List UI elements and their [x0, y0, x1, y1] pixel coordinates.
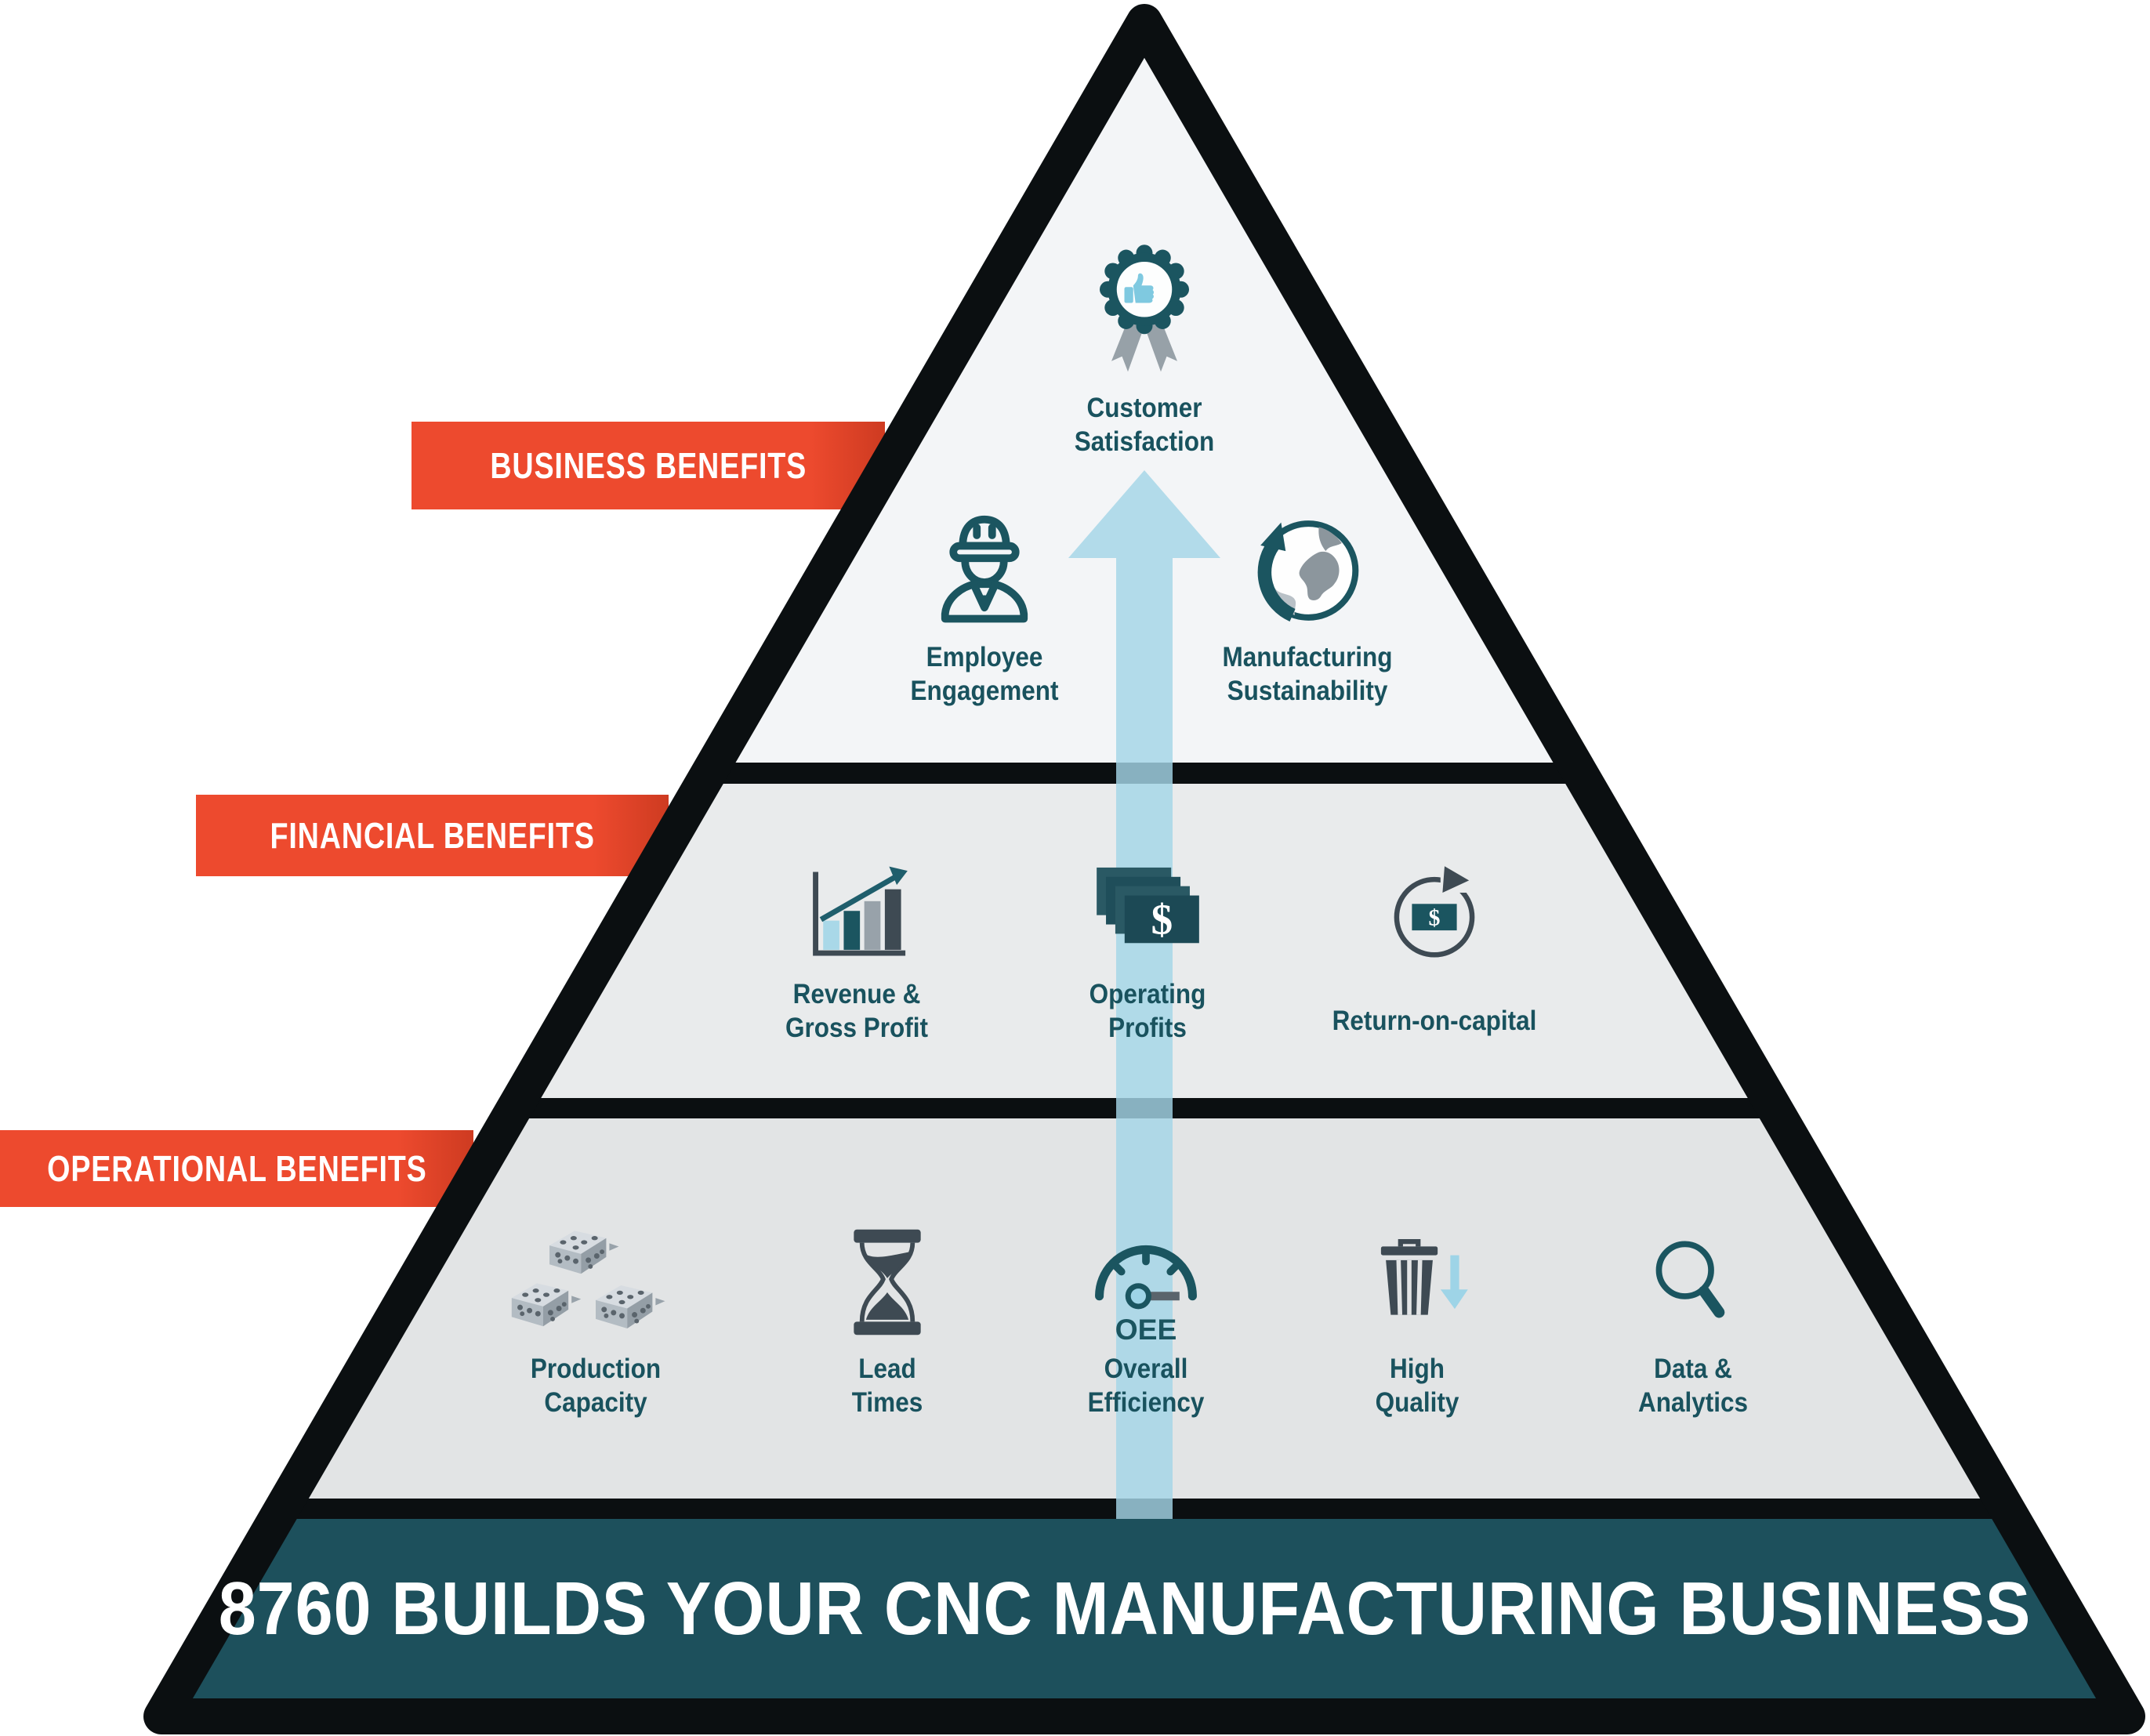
gauge-icon: OEE: [1095, 1245, 1197, 1345]
item-label: Lead Times: [851, 1354, 923, 1418]
item-label: Overall Efficiency: [1087, 1354, 1205, 1418]
trash-reduction-icon: [1380, 1238, 1468, 1315]
globe-recycle-icon: [1257, 520, 1359, 622]
operational-benefits-ribbon: OPERATIONAL BENEFITS: [0, 1130, 473, 1207]
item-manufacturing-sustainability: Manufacturing Sustainability: [1190, 511, 1425, 708]
growth-arrow: [1068, 470, 1220, 1519]
financial-benefits-ribbon: FINANCIAL BENEFITS: [196, 795, 669, 876]
oee-text: OEE: [1115, 1313, 1177, 1345]
tier-divider-1: [161, 763, 2127, 784]
item-overall-efficiency: OEE Overall Efficiency: [1068, 1223, 1224, 1419]
item-revenue-gross-profit: Revenue & Gross Profit: [759, 857, 955, 1045]
thumbs-up-icon: [1124, 273, 1155, 303]
down-arrow-icon: [1440, 1255, 1468, 1309]
magnifier-icon: [1655, 1241, 1725, 1318]
money-stack-icon: $: [1096, 867, 1199, 943]
item-data-analytics: Data & Analytics: [1611, 1223, 1775, 1419]
business-benefits-ribbon: BUSINESS BENEFITS: [412, 422, 885, 509]
banner-headline: 8760 BUILDS YOUR CNC MANUFACTURING BUSIN…: [218, 1567, 2032, 1651]
dollar-sign: $: [1429, 905, 1441, 931]
item-high-quality: High Quality: [1354, 1223, 1481, 1419]
item-production-capacity: Production Capacity: [500, 1223, 692, 1419]
item-label: Production Capacity: [530, 1354, 662, 1418]
operational-benefits-label: OPERATIONAL BENEFITS: [46, 1148, 427, 1189]
item-label: Employee Engagement: [910, 642, 1059, 706]
circular-arrow-money-icon: $: [1394, 866, 1475, 958]
machined-blocks-icon: [511, 1230, 665, 1328]
item-lead-times: Lead Times: [832, 1223, 942, 1419]
award-badge-icon: [1100, 245, 1189, 372]
dollar-sign: $: [1151, 895, 1173, 943]
business-benefits-label: BUSINESS BENEFITS: [490, 445, 807, 486]
tier-divider-2: [161, 1098, 2127, 1118]
item-label: Return-on-capital: [1332, 1006, 1537, 1036]
hourglass-icon: [854, 1229, 921, 1336]
item-label: Data & Analytics: [1637, 1354, 1749, 1418]
tier-divider-3: [161, 1499, 2127, 1519]
item-label: Revenue & Gross Profit: [785, 979, 929, 1043]
item-label: Operating Profits: [1089, 979, 1206, 1043]
item-label: Customer Satisfaction: [1074, 393, 1215, 457]
worker-hard-hat-icon: [941, 515, 1028, 623]
item-label: Manufacturing Sustainability: [1222, 642, 1393, 706]
item-label: High Quality: [1375, 1354, 1459, 1418]
pyramid-border: [143, 4, 2145, 1734]
financial-benefits-label: FINANCIAL BENEFITS: [270, 815, 595, 856]
banner-fill: [161, 1519, 2127, 1716]
bar-chart-growth-icon: [813, 866, 908, 956]
item-operating-profits: $ Operating Profits: [1064, 857, 1232, 1045]
item-return-on-capital: $ Return-on-capital: [1270, 857, 1599, 1038]
item-customer-satisfaction: Customer Satisfaction: [1035, 241, 1254, 458]
item-employee-engagement: Employee Engagement: [879, 511, 1090, 708]
